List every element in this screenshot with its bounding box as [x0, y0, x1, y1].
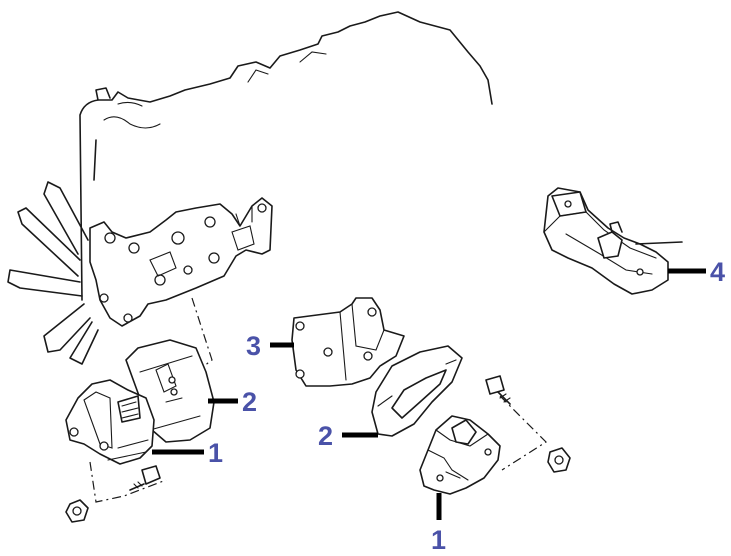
callout-right-insulator: 2	[318, 421, 333, 451]
right-mount-bolt	[485, 375, 511, 405]
left-mount-bolt	[129, 465, 161, 491]
right-engine-mount	[419, 415, 501, 495]
callout-rear-mount: 4	[710, 257, 725, 287]
callout-left-insulator: 2	[242, 387, 257, 417]
callout-right-mount: 1	[431, 525, 446, 555]
left-mount-nut	[65, 499, 89, 523]
left-engine-mount	[65, 379, 167, 503]
right-mount-nut	[547, 447, 571, 473]
left-engine-bracket	[89, 197, 273, 327]
engine-block-outline	[79, 11, 493, 301]
callout-left-mount: 1	[208, 438, 223, 468]
callout-bracket: 3	[246, 331, 261, 361]
center-bracket	[291, 297, 405, 387]
right-insulator	[371, 345, 463, 437]
left-alignment-line	[179, 297, 213, 385]
rear-transmission-mount	[543, 187, 683, 295]
right-alignment-line	[499, 395, 547, 471]
cooling-fan	[7, 181, 99, 365]
